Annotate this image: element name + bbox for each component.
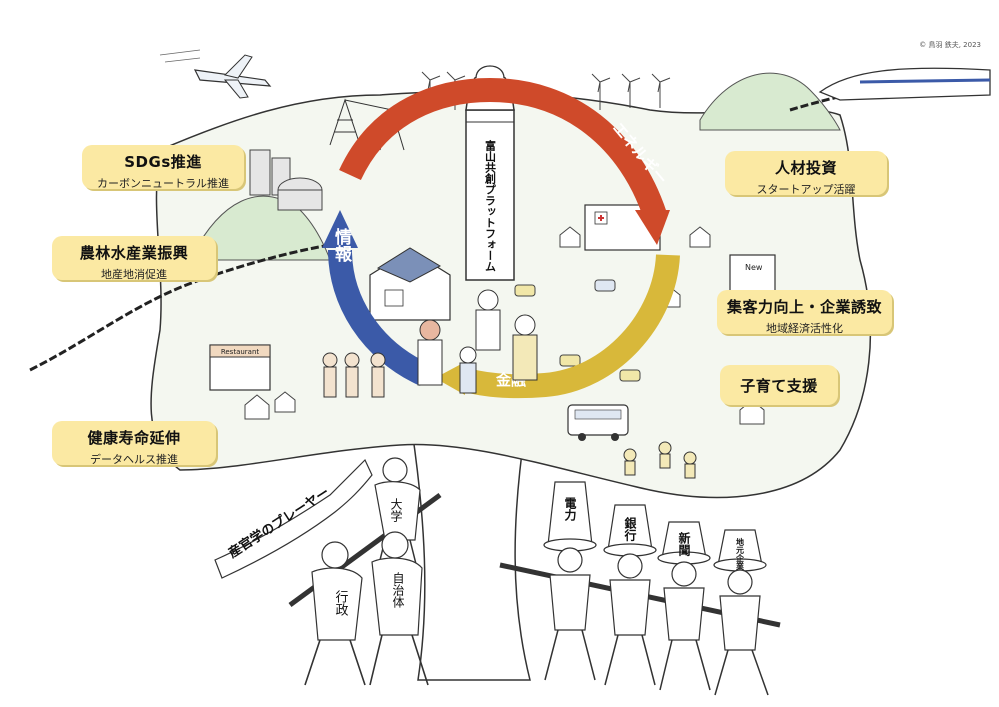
player-admin-label: 行政 bbox=[333, 590, 349, 616]
callout-hr-sub: スタートアップ活躍 bbox=[756, 183, 856, 196]
finance-arrow bbox=[456, 254, 680, 399]
energy-arrow-head bbox=[635, 210, 670, 245]
bullet-train bbox=[818, 67, 991, 101]
callout-hr: 人材投資 スタートアップ活躍 bbox=[725, 151, 887, 196]
storage-tanks bbox=[249, 149, 323, 211]
player-univ-label: 大学 bbox=[389, 498, 403, 522]
callout-agri: 農林水産業振興 地産地消促進 bbox=[52, 236, 216, 281]
tower-label: 富山共創プラットフォーム bbox=[484, 139, 498, 272]
callout-childcare-title: 子育て支援 bbox=[740, 377, 818, 395]
bus bbox=[567, 404, 629, 441]
callout-sdgs: SDGs推進 カーボンニュートラル推進 bbox=[82, 145, 244, 190]
callout-sdgs-title: SDGs推進 bbox=[124, 153, 202, 171]
player-local-gov: 自治体 bbox=[369, 531, 429, 686]
hills-right bbox=[699, 72, 841, 131]
restaurant-building: Restaurant bbox=[209, 344, 271, 391]
player-local-company: 地元企業 bbox=[713, 529, 769, 696]
finance-arrow-head bbox=[435, 362, 465, 395]
callout-sdgs-sub: カーボンニュートラル推進 bbox=[97, 177, 229, 190]
player-univ: 大学 bbox=[374, 457, 421, 581]
callout-agri-sub: 地産地消促進 bbox=[101, 268, 167, 281]
callout-health-title: 健康寿命延伸 bbox=[87, 429, 181, 447]
callout-attract-sub: 地域経済活性化 bbox=[766, 322, 843, 335]
info-arrow-head bbox=[322, 210, 358, 248]
player-news-label: 新聞 bbox=[677, 531, 691, 557]
energy-arrow bbox=[339, 77, 667, 219]
airplane bbox=[159, 49, 272, 99]
player-bank: 銀行 bbox=[603, 504, 657, 686]
callout-attract: 集客力向上・企業誘致 地域経済活性化 bbox=[717, 290, 892, 335]
callout-attract-title: 集客力向上・企業誘致 bbox=[726, 298, 882, 316]
callout-health-sub: データヘルス推進 bbox=[90, 453, 178, 466]
player-admin: 行政 bbox=[304, 541, 366, 686]
player-power-label: 電力 bbox=[563, 497, 577, 522]
callout-health: 健康寿命延伸 データヘルス推進 bbox=[52, 421, 216, 466]
player-power: 電力 bbox=[543, 481, 597, 681]
restaurant-sign: Restaurant bbox=[221, 348, 260, 356]
player-local-company-label: 地元企業 bbox=[735, 537, 745, 571]
new-shop-sign: New bbox=[745, 263, 763, 272]
player-bank-label: 銀行 bbox=[623, 516, 637, 542]
players-banner-ribbon bbox=[214, 458, 373, 579]
new-shop-building: New bbox=[729, 254, 776, 296]
info-label: 情報 bbox=[331, 227, 352, 263]
callout-agri-title: 農林水産業振興 bbox=[79, 244, 189, 262]
elderly-walkers bbox=[322, 352, 386, 398]
island-trunk bbox=[411, 429, 531, 681]
children-playing bbox=[623, 441, 697, 479]
solar-house bbox=[369, 247, 451, 321]
player-news: 新聞 bbox=[657, 521, 711, 691]
callout-childcare: 子育て支援 bbox=[720, 365, 838, 405]
info-arrow bbox=[328, 249, 431, 386]
credit-text: © 鳥羽 鉄夫, 2023 bbox=[919, 41, 981, 49]
railway-left bbox=[29, 243, 331, 372]
player-local-gov-label: 自治体 bbox=[391, 572, 405, 609]
callout-hr-title: 人材投資 bbox=[774, 159, 837, 177]
family-group bbox=[417, 289, 538, 394]
cars bbox=[514, 279, 641, 382]
